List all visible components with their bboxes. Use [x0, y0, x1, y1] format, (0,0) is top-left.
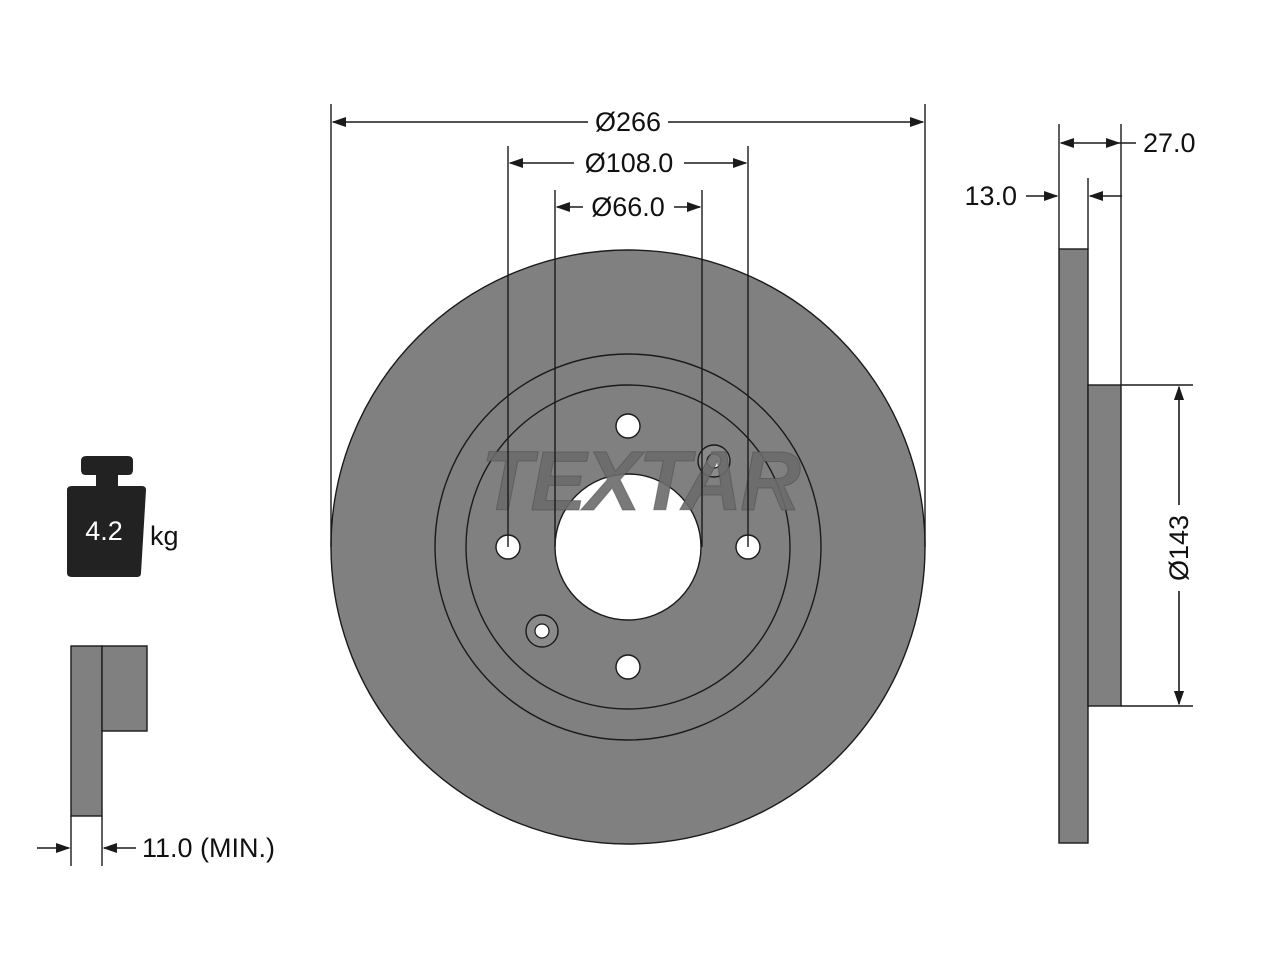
- outer-diameter-label: Ø266: [595, 107, 661, 137]
- dim-hub-diameter: Ø143: [1164, 385, 1194, 706]
- locating-hole-upper-right: [697, 444, 731, 478]
- disc-hat-edge-ring: [434, 353, 822, 741]
- weight-unit: kg: [150, 521, 179, 551]
- center-bore-label: Ø66.0: [591, 192, 665, 222]
- dim-disc-thickness: 13.0: [964, 181, 1122, 211]
- disc-hub-ring: [465, 384, 791, 710]
- weight-icon: 4.2: [67, 456, 146, 577]
- min-thickness-icon: [70, 645, 148, 866]
- disc-side-view: [1058, 124, 1193, 844]
- dim-center-bore: Ø66.0: [555, 192, 702, 222]
- brand-logo: TEXTAR: [481, 434, 801, 528]
- dim-overall-height: 27.0: [1059, 128, 1196, 158]
- bolt-hole-top: [615, 413, 641, 439]
- bolt-circle-label: Ø108.0: [585, 148, 674, 178]
- locating-hole-lower-left: [525, 614, 559, 648]
- side-disc-body: [1058, 248, 1089, 844]
- dim-min-thickness: 11.0 (MIN.): [37, 833, 275, 863]
- overall-height-label: 27.0: [1143, 128, 1196, 158]
- dim-bolt-circle: Ø108.0: [508, 148, 748, 178]
- hub-diameter-label: Ø143: [1164, 515, 1194, 581]
- min-thickness-label: 11.0 (MIN.): [142, 833, 275, 863]
- dim-outer-diameter: Ø266: [331, 107, 925, 137]
- extension-lines: [330, 104, 926, 547]
- side-hub-body: [1087, 384, 1122, 707]
- disc-front-view: TEXTAR: [330, 249, 926, 845]
- disc-thickness-label: 13.0: [964, 181, 1017, 211]
- weight-value: 4.2: [85, 516, 123, 546]
- bolt-hole-bottom: [615, 654, 641, 680]
